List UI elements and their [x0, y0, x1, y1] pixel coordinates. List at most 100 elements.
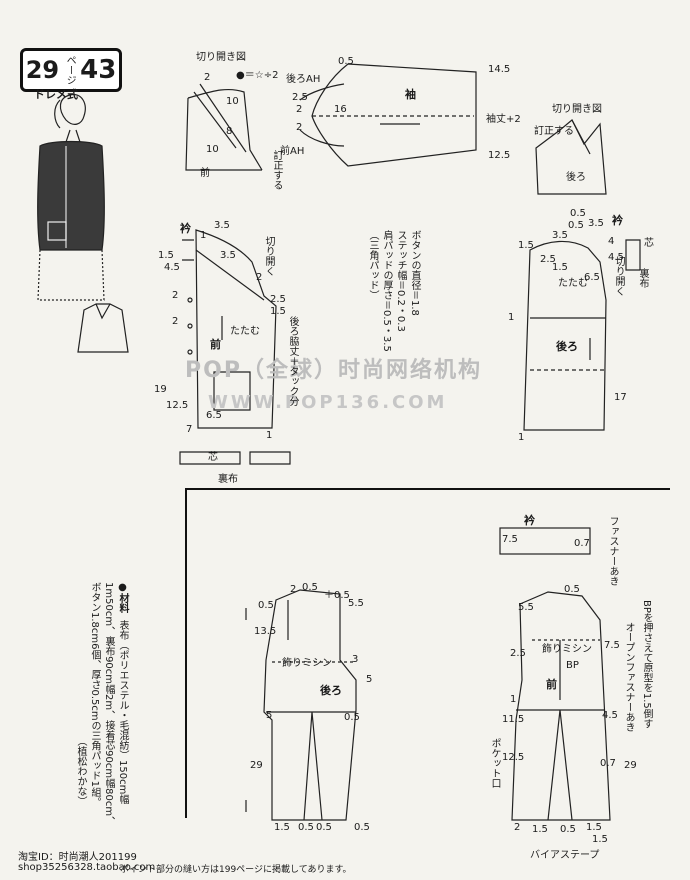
lb-05c: 0.5: [344, 712, 360, 723]
front-15: 1.5: [158, 250, 174, 261]
front-label: 前: [210, 338, 221, 351]
materials-line2: 1m50cm、裏布90cm幅2m、接着芯90cm幅80cm、: [103, 582, 114, 827]
back-05b: 0.5: [568, 220, 584, 231]
page-unit: ページ: [64, 55, 76, 85]
footer-reference: ポイント部分の縫い方は199ページに掲載してあります。: [120, 865, 352, 875]
lb-2: 2: [290, 584, 297, 595]
lf-15: 1.5: [532, 824, 548, 835]
lb-back: 後ろ: [320, 684, 342, 697]
note-line3: 肩パッドの厚さ＝0.5・3.5: [381, 230, 392, 352]
page-badge: 29 ページ 43: [20, 48, 122, 92]
front-65: 6.5: [206, 410, 222, 421]
cut-diagram-title-right: 切り開き図: [552, 104, 602, 115]
lb-55: 5.5: [348, 598, 364, 609]
lf-collar: 衿: [524, 514, 535, 527]
back-35b: 3.5: [552, 230, 568, 241]
back-25: 2.5: [540, 254, 556, 265]
back-jacket-diagram: [523, 239, 641, 431]
sleeve-top: 0.5: [338, 56, 354, 67]
front-ah: 前AH: [280, 146, 305, 157]
shop-id: 淘宝ID：时尚潮人201199: [18, 852, 137, 863]
lower-back-diagram: [263, 589, 357, 821]
watermark-cn: POP（全球）时尚网络机构: [185, 358, 482, 383]
lb-b05c: 0.5: [354, 822, 370, 833]
front-core: 芯: [208, 452, 218, 463]
lf-25: 2.5: [510, 648, 526, 659]
back-ah: 後ろAH: [286, 74, 321, 85]
lf-75b: 7.5: [604, 640, 620, 651]
materials-title: ●材料: [117, 582, 128, 613]
lf-07b: 0.7: [600, 758, 616, 769]
front-1: 1: [200, 230, 207, 241]
sleeve-16: 16: [334, 104, 347, 115]
front-cut-open: 切り開く: [263, 236, 274, 276]
shirt-sketch: [77, 303, 129, 353]
lb-05: 0.5: [302, 582, 318, 593]
sleeve-label: 袖: [405, 88, 416, 101]
lb-b15: 1.5: [274, 822, 290, 833]
lb-b05: 0.5: [298, 822, 314, 833]
lf-75: 7.5: [502, 534, 518, 545]
cut-front: 前: [200, 168, 210, 179]
front-7: 7: [186, 424, 193, 435]
front-side-note: 後ろ脇丈＋タック分: [287, 316, 298, 406]
back-cut-open: 切り開く: [613, 256, 624, 296]
lf-05b: 0.5: [560, 824, 576, 835]
lb-3: 3: [352, 654, 359, 665]
sleeve-2a: 2: [296, 104, 303, 115]
back-65: 6.5: [584, 272, 600, 283]
lf-29: 29: [624, 760, 637, 771]
back-35: 3.5: [588, 218, 604, 229]
note-line2: ステッチ幅＝0.2・0.3: [395, 230, 406, 332]
back-1: 1: [508, 312, 515, 323]
front-2c: 2: [256, 272, 263, 283]
cut-correct: 訂正する: [271, 150, 282, 190]
lb-5b: 5: [266, 710, 273, 721]
lf-125: 12.5: [502, 752, 525, 763]
sleeve-length: 袖丈+2: [486, 114, 521, 125]
back-15b: 1.5: [552, 262, 568, 273]
lf-2: 2: [514, 822, 521, 833]
top-right-cut-diagram: [535, 119, 607, 195]
lf-pocket: ポケット口: [489, 738, 500, 788]
lf-note2: オープンファスナーあき: [623, 622, 634, 732]
back-label: 後ろ: [556, 340, 578, 353]
back-15a: 1.5: [518, 240, 534, 251]
lf-05: 0.5: [564, 584, 580, 595]
sleeve-2b: 2: [296, 122, 303, 133]
lf-note1: BPを押さえて原型を1.5倒す: [641, 600, 652, 729]
cut-n10b: 10: [206, 144, 219, 155]
lf-front: 前: [546, 678, 557, 691]
model-illustration: [37, 93, 105, 301]
front-fold: たたむ: [230, 326, 260, 337]
shop-url: shop35256328.taobao.com: [18, 862, 156, 873]
cut-n8: 8: [226, 126, 233, 137]
section-divider-vertical: [185, 488, 187, 818]
back-collar-label: 衿: [612, 214, 623, 227]
page-number: 29: [25, 56, 60, 84]
sleeve-125: 12.5: [488, 150, 511, 161]
back-17: 17: [614, 392, 627, 403]
lb-5: 5: [366, 674, 373, 685]
sleeve-diagram: [299, 63, 477, 167]
back-core: 芯: [644, 238, 654, 249]
cut-formula: ●＝☆÷2: [236, 70, 279, 81]
lf-15c: 1.5: [592, 834, 608, 845]
lf-stitch: 飾りミシン: [542, 644, 592, 655]
lf-45: 4.5: [602, 710, 618, 721]
front-jacket-diagram: [179, 229, 291, 465]
front-lining: 裏布: [218, 474, 238, 485]
cut-n10a: 10: [226, 96, 239, 107]
lf-115: 11.5: [502, 714, 525, 725]
lf-1: 1: [510, 694, 517, 705]
cut-correct-right: 訂正する: [534, 126, 574, 137]
lf-bp: BP: [566, 660, 579, 671]
lf-15b: 1.5: [586, 822, 602, 833]
lf-55: 5.5: [518, 602, 534, 613]
lf-07: 0.7: [574, 538, 590, 549]
lf-bias: バイアステープ: [530, 850, 600, 861]
front-2b: 2: [172, 316, 179, 327]
sleeve-145: 14.5: [488, 64, 511, 75]
front-45: 4.5: [164, 262, 180, 273]
front-collar-label: 衿: [180, 222, 191, 235]
